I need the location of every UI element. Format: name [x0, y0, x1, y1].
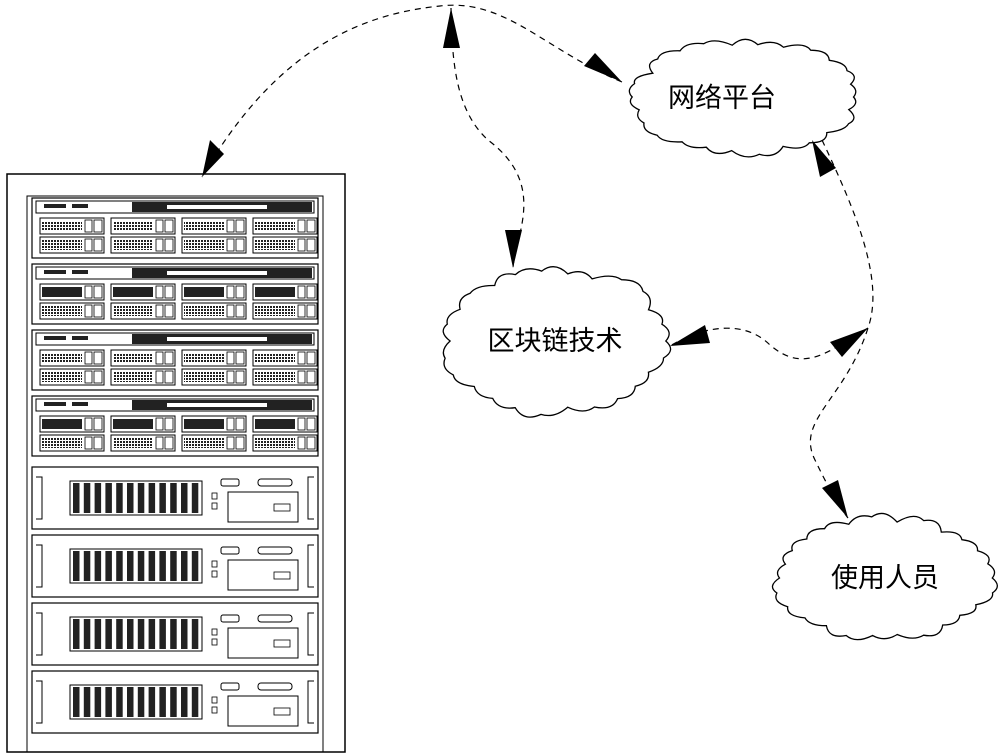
- server-unit: [31, 602, 319, 666]
- server-rack: [6, 173, 346, 753]
- drive-bay: [110, 368, 176, 386]
- storage-unit: [31, 329, 319, 391]
- drive-bay: [252, 368, 318, 386]
- drive-bay: [110, 236, 176, 254]
- arrowhead-to-users: [822, 480, 848, 518]
- arrowhead-junction-up: [830, 328, 868, 357]
- drive-bay: [39, 434, 105, 452]
- cloud-shape: [628, 38, 857, 158]
- drive-bay: [39, 302, 105, 320]
- rack-units: [31, 197, 319, 734]
- connector-users-to-platform: [809, 139, 874, 519]
- drive-bay: [39, 217, 105, 235]
- drive-bay: [252, 302, 318, 320]
- drive-bay: [252, 415, 318, 433]
- drive-bay: [39, 283, 105, 301]
- drive-bay: [39, 236, 105, 254]
- cloud-blockchain: 区块链技术: [442, 266, 672, 418]
- vent-grille: [69, 684, 203, 720]
- arrowhead-to-rack: [202, 140, 224, 177]
- arrowhead-to-blockchain-top: [505, 230, 522, 268]
- drive-bay: [39, 368, 105, 386]
- cloud-shape: [442, 266, 672, 418]
- drive-bay: [252, 217, 318, 235]
- drive-bay: [110, 349, 176, 367]
- drive-bay: [181, 283, 247, 301]
- arrowhead-top-junction: [443, 8, 460, 48]
- drive-bay: [181, 415, 247, 433]
- drive-bay: [39, 349, 105, 367]
- users-label: 使用人员: [831, 563, 939, 594]
- drive-bay: [252, 349, 318, 367]
- drive-bay: [110, 434, 176, 452]
- drive-bay: [181, 349, 247, 367]
- cloud-network-platform: 网络平台: [628, 38, 857, 158]
- arrowhead-to-blockchain-side: [670, 325, 710, 346]
- server-unit: [31, 670, 319, 734]
- drive-bay: [181, 236, 247, 254]
- drive-bay: [181, 368, 247, 386]
- server-unit: [31, 534, 319, 598]
- drive-bay: [252, 434, 318, 452]
- drive-bay: [181, 302, 247, 320]
- arrowhead-to-platform: [584, 53, 622, 82]
- vent-grille: [69, 480, 203, 516]
- drive-bay: [252, 283, 318, 301]
- drive-bay: [252, 236, 318, 254]
- server-unit: [31, 466, 319, 530]
- vent-grille: [69, 616, 203, 652]
- drive-bay: [39, 415, 105, 433]
- network-platform-label: 网络平台: [668, 83, 776, 114]
- storage-unit: [31, 395, 319, 457]
- storage-unit: [31, 263, 319, 325]
- connector-platform-to-rack: [201, 4, 623, 178]
- cloud-users: 使用人员: [771, 512, 998, 641]
- drive-bay: [110, 302, 176, 320]
- arrowhead-to-platform-bottom: [812, 140, 836, 177]
- vent-grille: [69, 548, 203, 584]
- drive-bay: [110, 217, 176, 235]
- drive-bay: [110, 283, 176, 301]
- connector-top-to-blockchain: [450, 7, 525, 269]
- rack-inner-frame: [26, 195, 324, 753]
- blockchain-label: 区块链技术: [488, 326, 623, 357]
- arrowheads: [202, 8, 868, 518]
- cloud-shape: [771, 512, 998, 641]
- drive-bay: [181, 434, 247, 452]
- storage-unit: [31, 197, 319, 259]
- drive-bay: [110, 415, 176, 433]
- drive-bay: [181, 217, 247, 235]
